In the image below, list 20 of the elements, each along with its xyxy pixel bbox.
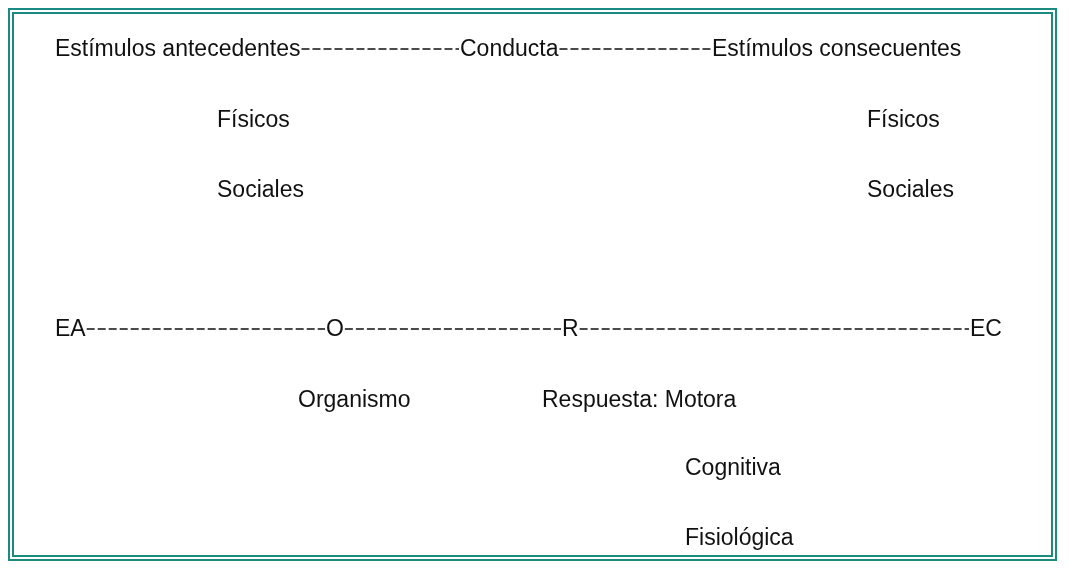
node-text: O (326, 314, 344, 342)
node-text: EC (970, 314, 1002, 342)
node-text: Conducta (460, 34, 559, 62)
dashed-connector (300, 48, 460, 50)
dashed-connector (344, 328, 562, 330)
node-text: R (562, 314, 579, 342)
label-text: Sociales (217, 175, 304, 203)
label-text: Fisiológica (685, 523, 794, 551)
dashed-connector (578, 328, 970, 330)
label-text: Sociales (867, 175, 954, 203)
label-text: Físicos (217, 105, 290, 133)
label-text: Organismo (298, 385, 411, 413)
dashed-connector (558, 48, 712, 50)
label-text: Cognitiva (685, 453, 781, 481)
node-text: Estímulos consecuentes (712, 34, 962, 62)
label-text: Físicos (867, 105, 940, 133)
node-text: EA (55, 314, 86, 342)
dashed-connector (85, 328, 326, 330)
node-text: Estímulos antecedentes (55, 34, 301, 62)
label-text: Respuesta: Motora (542, 385, 737, 413)
